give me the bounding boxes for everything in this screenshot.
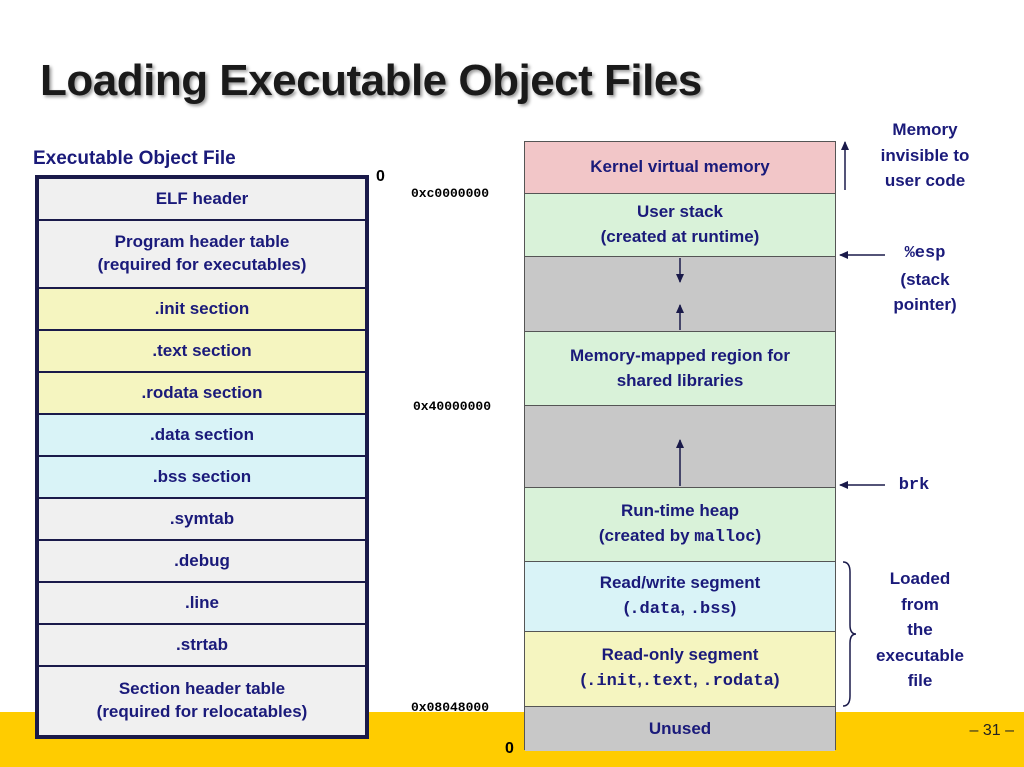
rw-segment-label: Read/write segment [599, 572, 761, 592]
mmap-sublabel: shared libraries [616, 370, 744, 390]
address-bottom-zero: 0 [505, 740, 514, 757]
section-program-header-table: Program header table (required for execu… [39, 221, 365, 287]
annotation-memory-invisible: Memory invisible to user code [880, 120, 970, 190]
region-kernel-virtual-memory: Kernel virtual memory [525, 142, 835, 194]
unused-label: Unused [648, 718, 712, 738]
executable-object-file: ELF header Program header table (require… [35, 175, 369, 739]
region-unused: Unused [525, 707, 835, 751]
region-read-write-segment: Read/write segment (.data, .bss) [525, 562, 835, 632]
annotation-brk: brk [898, 476, 930, 495]
section-data: .data section [39, 415, 365, 455]
page-number: – 31 – [969, 722, 1014, 739]
section-rodata: .rodata section [39, 373, 365, 413]
heap-label: Run-time heap [620, 500, 740, 520]
address-kernel-start: 0xc0000000 [411, 186, 490, 201]
region-read-only-segment: Read-only segment (.init,.text, .rodata) [525, 632, 835, 707]
address-text-start: 0x08048000 [411, 700, 490, 715]
region-shared-libraries: Memory-mapped region for shared librarie… [525, 332, 835, 406]
object-file-zero-label: 0 [376, 168, 385, 185]
object-file-caption: Executable Object File [33, 148, 236, 169]
heap-sublabel: (created by malloc) [598, 525, 762, 547]
section-symtab: .symtab [39, 499, 365, 539]
annotation-stack-pointer: %esp (stack pointer) [893, 244, 957, 314]
rw-segment-sublabel: (.data, .bss) [623, 597, 737, 619]
ro-segment-sublabel: (.init,.text, .rodata) [580, 670, 780, 691]
region-user-stack: User stack (created at runtime) [525, 194, 835, 257]
section-header-table: Section header table (required for reloc… [39, 667, 365, 735]
section-bss: .bss section [39, 457, 365, 497]
section-text: .text section [39, 331, 365, 371]
annotation-loaded-from-file: Loaded from the executable file [876, 569, 964, 690]
section-line: .line [39, 583, 365, 623]
section-strtab: .strtab [39, 625, 365, 665]
section-init: .init section [39, 289, 365, 329]
region-runtime-heap: Run-time heap (created by malloc) [525, 488, 835, 562]
address-shared-libs: 0x40000000 [413, 399, 492, 414]
ro-segment-label: Read-only segment [601, 645, 759, 665]
section-debug: .debug [39, 541, 365, 581]
slide-title: Loading Executable Object Files [40, 56, 702, 105]
process-memory-image: Kernel virtual memory User stack (create… [524, 141, 836, 751]
loaded-segments-brace [842, 561, 857, 707]
mmap-label: Memory-mapped region for [569, 345, 791, 365]
user-stack-label: User stack [636, 202, 723, 221]
user-stack-sublabel: (created at runtime) [600, 226, 760, 246]
region-kernel-label: Kernel virtual memory [590, 157, 770, 177]
section-elf-header: ELF header [39, 179, 365, 219]
